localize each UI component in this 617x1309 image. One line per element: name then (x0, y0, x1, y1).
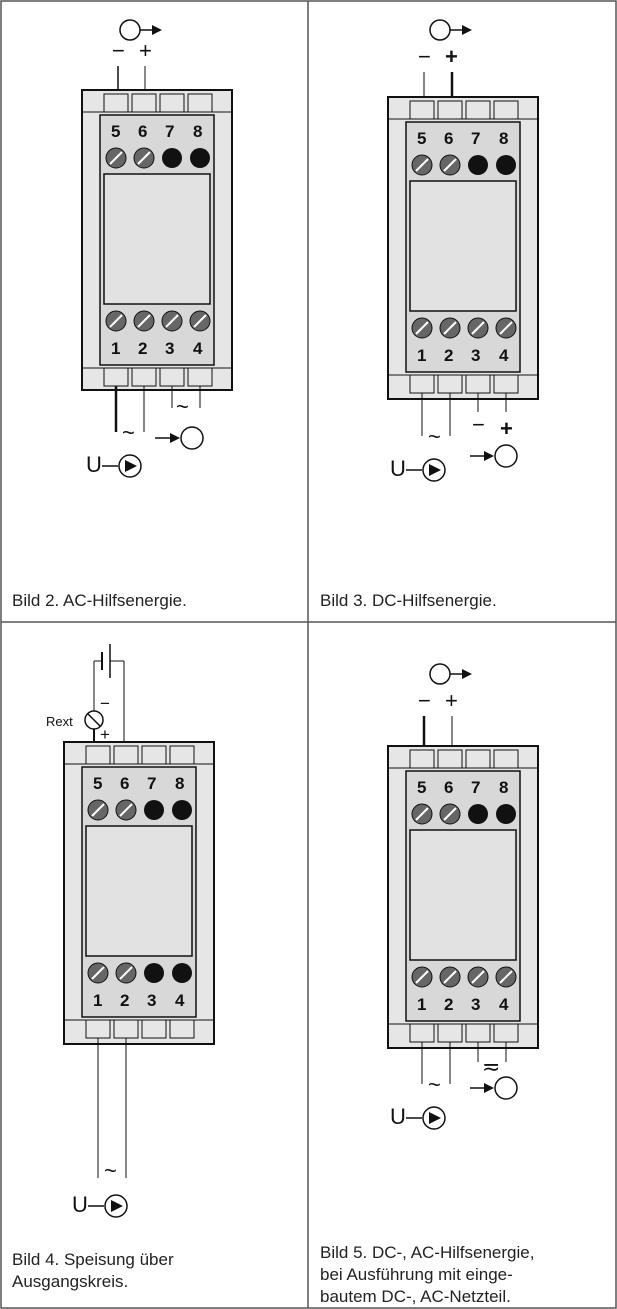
terminal-label: 7 (471, 129, 480, 148)
terminal-label: 7 (147, 774, 156, 793)
supply-input-icon (422, 1106, 446, 1130)
rext-label: Rext (46, 714, 73, 729)
panel-bild2: − + 5 6 7 8 (0, 0, 308, 622)
acdc-symbol: ≂ (482, 1054, 500, 1079)
ac-symbol: ~ (176, 394, 189, 419)
panel-bild5: − + 5 6 7 8 (308, 622, 617, 1309)
terminal-label: 2 (120, 991, 129, 1010)
terminal-dot-icon (496, 804, 516, 824)
terminal-label: 5 (93, 774, 102, 793)
terminal-label: 5 (417, 778, 426, 797)
output-circle-icon (429, 19, 451, 41)
output-circle-icon (494, 444, 518, 468)
terminal-label: 4 (175, 991, 185, 1010)
polarity-plus: + (139, 38, 152, 63)
terminal-label: 3 (471, 346, 480, 365)
output-circle-icon (180, 426, 204, 450)
polarity-minus: − (100, 694, 110, 713)
device-housing (387, 745, 539, 1049)
terminal-label: 3 (147, 991, 156, 1010)
output-circle-icon (494, 1076, 518, 1100)
terminal-dot-icon (190, 148, 210, 168)
supply-label: U (390, 456, 406, 481)
device-housing (81, 89, 233, 391)
ac-symbol: ~ (122, 420, 135, 445)
ac-symbol: ~ (428, 424, 441, 449)
terminal-label: 8 (499, 129, 508, 148)
terminal-dot-icon (144, 963, 164, 983)
device-housing (387, 96, 539, 400)
device-diagram-bild4: Rext − + − + 5 6 7 8 (46, 644, 215, 1218)
terminal-label: 6 (444, 129, 453, 148)
terminal-label: 6 (138, 122, 147, 141)
ac-symbol: ~ (428, 1072, 441, 1097)
terminal-dot-icon (162, 148, 182, 168)
terminal-label: 2 (444, 346, 453, 365)
polarity-plus: + (100, 725, 110, 744)
terminal-label: 8 (193, 122, 202, 141)
supply-input-icon (422, 458, 446, 482)
figure-caption: Bild 3. DC-Hilfsenergie. (320, 591, 497, 610)
terminal-dot-icon (468, 155, 488, 175)
figure-caption: Bild 2. AC-Hilfsenergie. (12, 591, 187, 610)
terminal-label: 2 (444, 995, 453, 1014)
terminal-label: 6 (120, 774, 129, 793)
terminal-label: 8 (499, 778, 508, 797)
supply-label: U (86, 452, 102, 477)
ac-symbol: ~ (104, 1158, 117, 1183)
terminal-label: 4 (193, 339, 203, 358)
terminal-label: 3 (471, 995, 480, 1014)
output-circle-icon (119, 19, 141, 41)
device-diagram-bild3: − + 5 6 7 8 (387, 19, 539, 482)
terminal-dot-icon (468, 804, 488, 824)
device-housing (63, 741, 215, 1045)
supply-input-icon (104, 1194, 128, 1218)
polarity-minus: − (112, 38, 125, 63)
terminal-label: 3 (165, 339, 174, 358)
supply-label: U (390, 1104, 406, 1129)
polarity-plus: + (500, 416, 513, 441)
polarity-minus: − (418, 44, 431, 69)
supply-input-icon (118, 454, 142, 478)
terminal-label: 7 (165, 122, 174, 141)
terminal-dot-icon (172, 963, 192, 983)
polarity-minus: − (418, 688, 431, 713)
terminal-label: 5 (417, 129, 426, 148)
terminal-label: 7 (471, 778, 480, 797)
device-diagram-bild2: − + 5 6 7 8 (81, 19, 233, 478)
terminal-dot-icon (172, 800, 192, 820)
terminal-dot-icon (496, 155, 516, 175)
terminal-label: 1 (417, 995, 426, 1014)
figure-caption: Bild 4. Speisung über Ausgangskreis. (12, 1250, 174, 1291)
terminal-label: 1 (417, 346, 426, 365)
terminal-dot-icon (144, 800, 164, 820)
supply-label: U (72, 1192, 88, 1217)
polarity-minus: − (472, 412, 485, 437)
device-diagram-bild5: − + 5 6 7 8 (387, 663, 539, 1130)
figure-caption: Bild 5. DC-, AC-Hilfsenergie, bei Ausfüh… (320, 1243, 535, 1306)
panel-bild4: Rext − + − + 5 6 7 8 (0, 622, 308, 1309)
terminal-label: 1 (93, 991, 102, 1010)
output-circle-icon (429, 663, 451, 685)
panel-bild3: − + 5 6 7 8 (308, 0, 617, 622)
terminal-label: 5 (111, 122, 120, 141)
polarity-plus: + (445, 44, 458, 69)
terminal-label: 6 (444, 778, 453, 797)
terminal-label: 8 (175, 774, 184, 793)
terminal-label: 4 (499, 346, 509, 365)
terminal-label: 1 (111, 339, 120, 358)
polarity-plus: + (445, 688, 458, 713)
terminal-label: 4 (499, 995, 509, 1014)
terminal-label: 2 (138, 339, 147, 358)
